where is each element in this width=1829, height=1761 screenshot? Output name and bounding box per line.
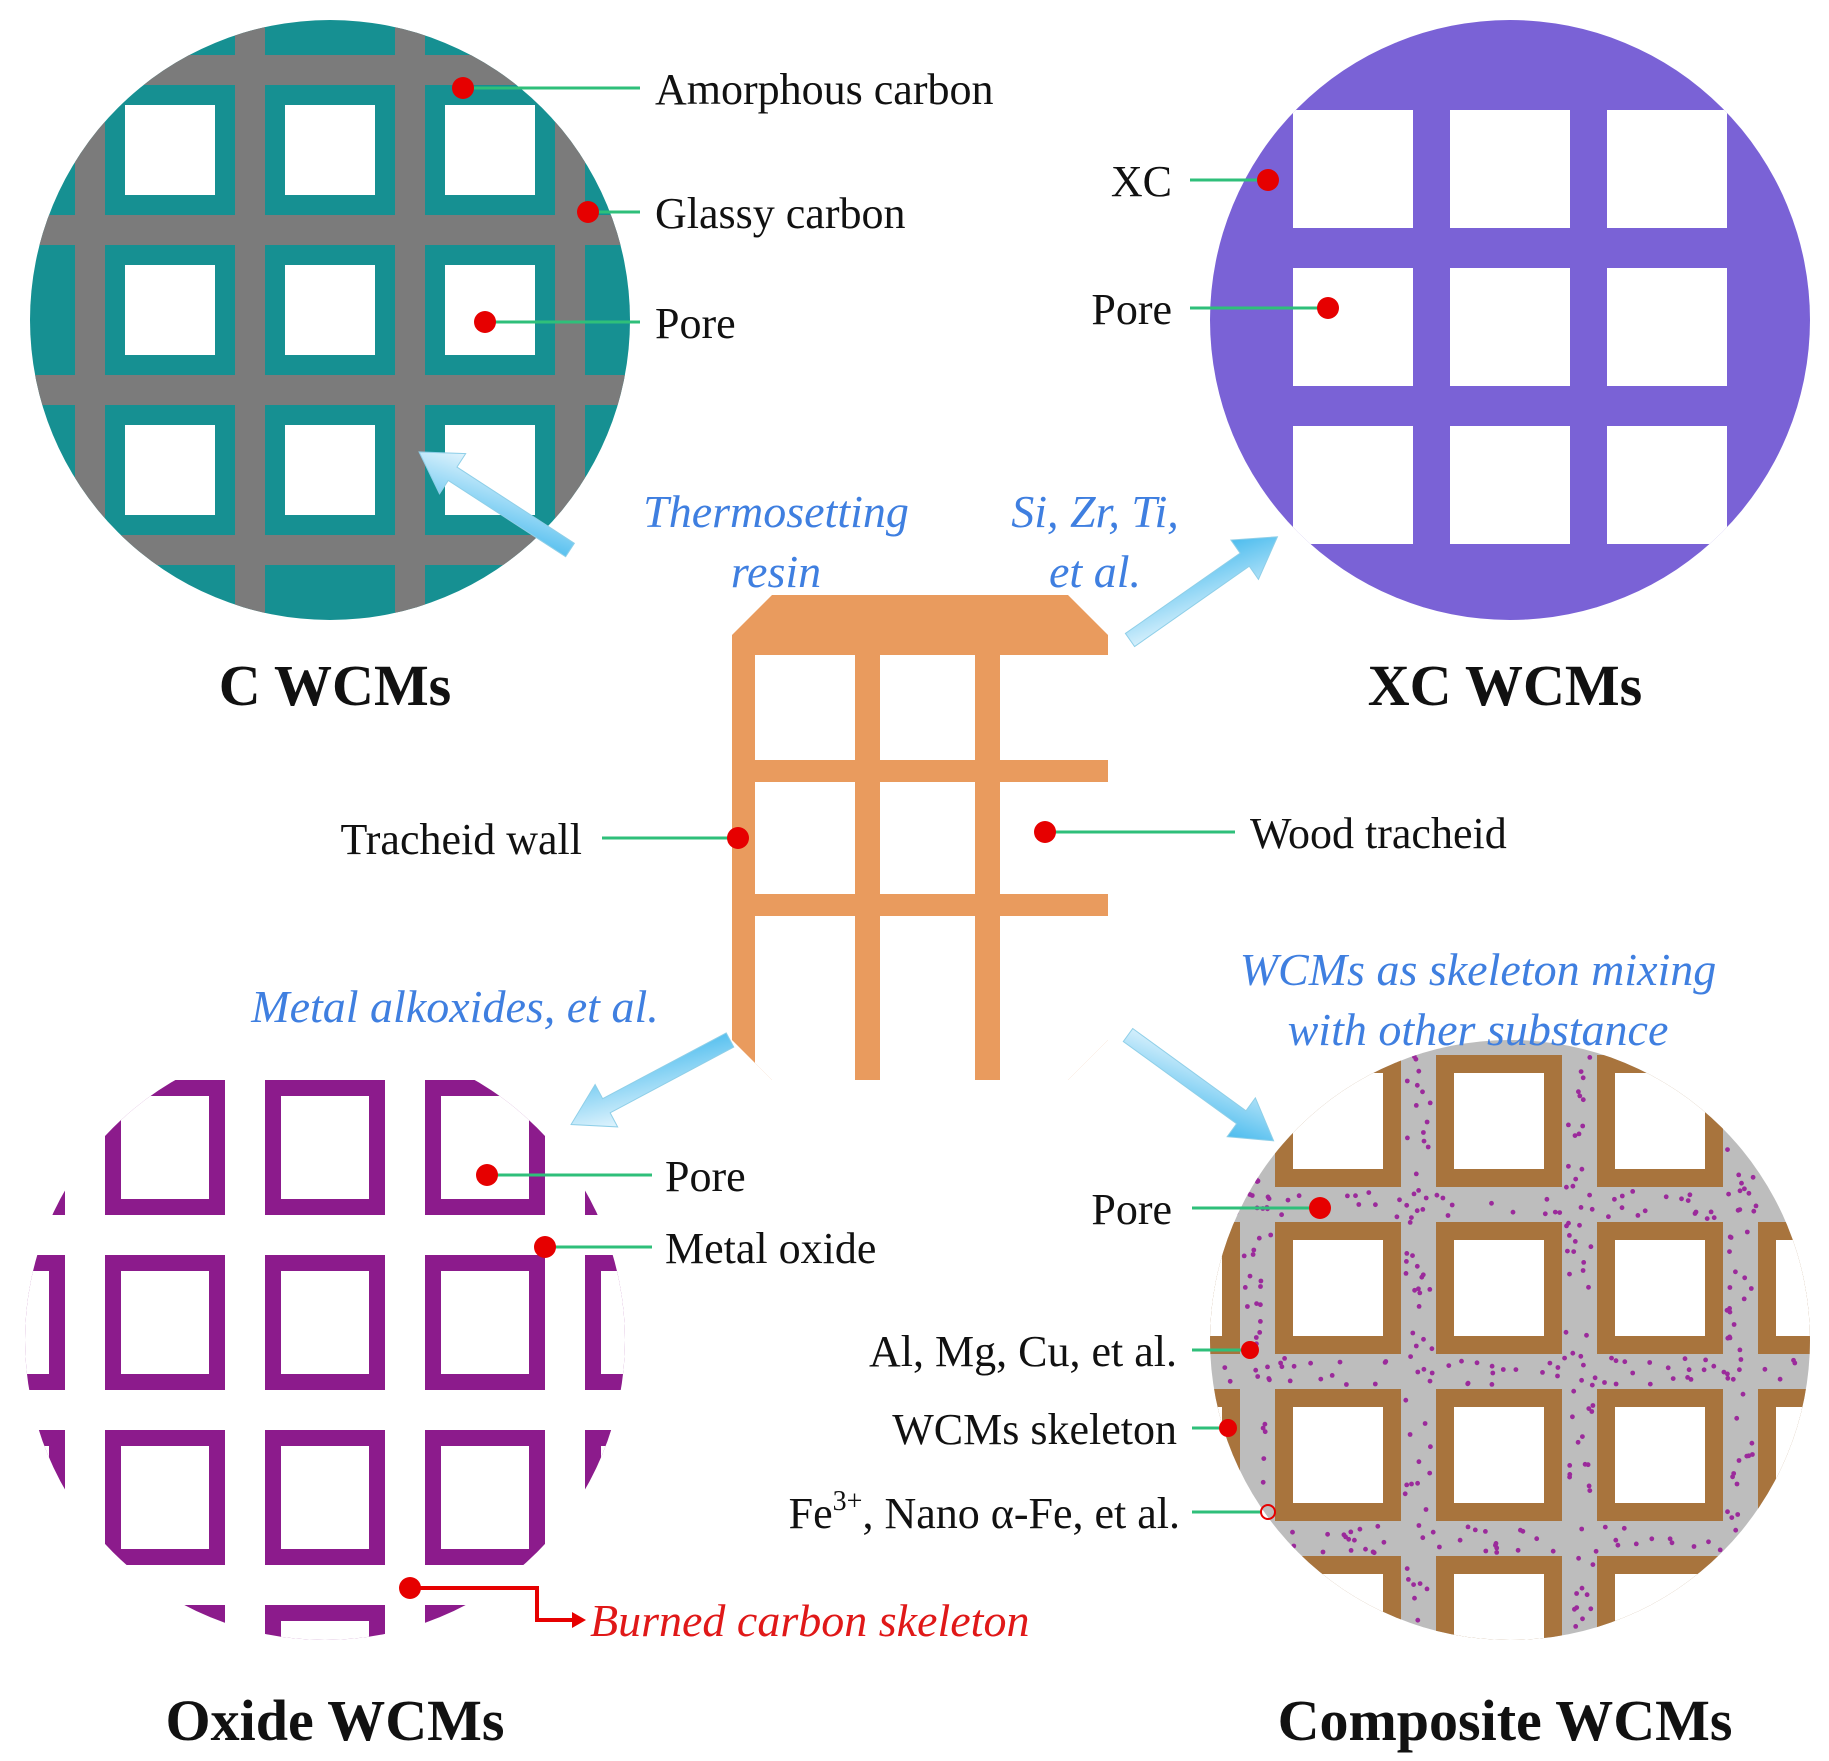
process-to-xc-line2: et al. [1049,546,1141,597]
label-metal-oxide: Metal oxide [665,1224,876,1273]
marker-burned-carbon [399,1577,421,1599]
xc-wcms-panel: XC Pore XC WCMs [1091,20,1810,718]
marker-xc-pore [1317,297,1339,319]
marker-xc [1257,169,1279,191]
arrow-to-c-wcms [418,451,576,558]
label-fe-superscript: 3+ [833,1486,863,1517]
label-fe-prefix: Fe [789,1489,833,1538]
label-xc-pore: Pore [1091,285,1172,334]
arrow-to-oxide-wcms [570,1032,735,1128]
label-wood-tracheid: Wood tracheid [1250,809,1507,858]
label-oxide-pore: Pore [665,1152,746,1201]
process-to-oxide: Metal alkoxides, et al. [250,981,659,1032]
title-xc-wcms: XC WCMs [1368,653,1642,718]
marker-c-pore [474,311,496,333]
arrow-to-composite-wcms [1122,1027,1275,1142]
label-amorphous-carbon: Amorphous carbon [655,65,994,114]
c-wcms-pores [125,105,535,515]
process-to-composite-line1: WCMs as skeleton mixing [1240,944,1717,995]
label-fe-species: Fe3+, Nano α-Fe, et al. [789,1486,1180,1538]
process-to-c-line2: resin [731,546,821,597]
marker-wcms-skeleton [1219,1419,1237,1437]
process-to-composite-line2: with other substance [1288,1004,1669,1055]
label-xc: XC [1111,157,1172,206]
composite-particles [1210,1040,1808,1640]
marker-amorphous-carbon [452,77,474,99]
process-to-xc-line1: Si, Zr, Ti, [1011,486,1179,537]
marker-comp-pore [1309,1197,1331,1219]
label-tracheid-wall: Tracheid wall [340,815,582,864]
wood-tracheid-panel: Tracheid wall Wood tracheid [340,595,1507,1080]
label-al-mg-cu: Al, Mg, Cu, et al. [869,1327,1177,1376]
marker-wood-tracheid [1034,821,1056,843]
label-c-pore: Pore [655,299,736,348]
marker-al-mg-cu [1241,1341,1259,1359]
marker-fe [1260,1504,1276,1520]
title-c-wcms: C WCMs [219,653,452,718]
process-to-c-line1: Thermosetting [643,486,909,537]
label-burned-carbon-skeleton: Burned carbon skeleton [590,1595,1029,1646]
leader-burned-carbon [410,1586,572,1622]
marker-oxide-pore [476,1164,498,1186]
composite-wcms-panel: Pore Al, Mg, Cu, et al. WCMs skeleton Fe… [789,1040,1810,1753]
label-fe-suffix: , Nano α-Fe, et al. [862,1489,1180,1538]
title-oxide-wcms: Oxide WCMs [166,1688,505,1753]
wood-pores [755,655,1108,1080]
label-glassy-carbon: Glassy carbon [655,189,906,238]
label-wcms-skeleton: WCMs skeleton [892,1405,1177,1454]
title-composite-wcms: Composite WCMs [1278,1688,1733,1753]
burned-carbon-arrowhead [572,1612,586,1628]
xc-wcms-pores [1293,110,1727,544]
marker-tracheid-wall [727,827,749,849]
marker-glassy-carbon [577,201,599,223]
label-comp-pore: Pore [1091,1185,1172,1234]
marker-metal-oxide [534,1236,556,1258]
arrow-to-xc-wcms [1124,536,1279,648]
